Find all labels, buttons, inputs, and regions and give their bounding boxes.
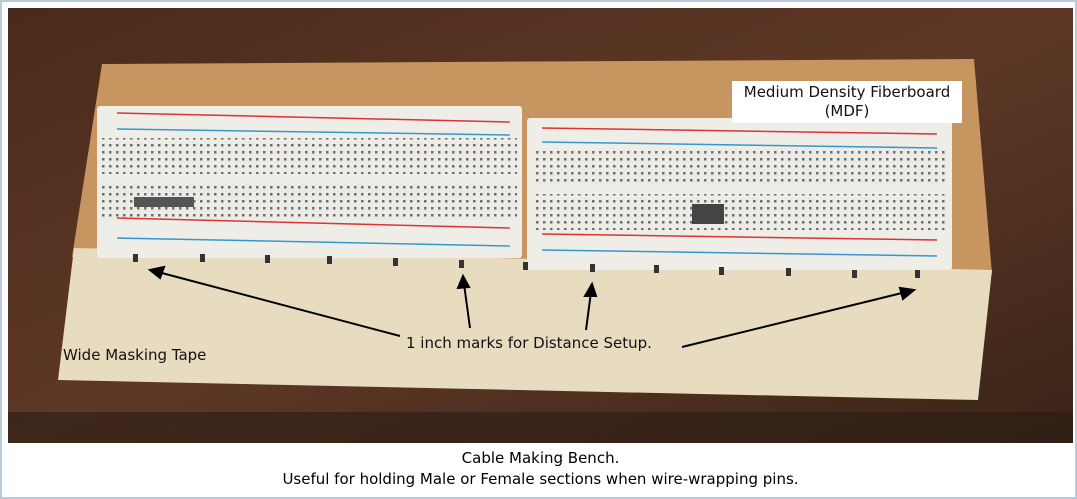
inch-marks-label: 1 inch marks for Distance Setup. [406, 334, 652, 352]
mdf-label-line1: Medium Density Fiberboard [743, 83, 951, 101]
breadboard-right [527, 118, 952, 270]
caption-title: Cable Making Bench. [461, 449, 620, 467]
masking-tape [58, 248, 992, 400]
caption-subtitle: Useful for holding Male or Female sectio… [282, 470, 799, 488]
mdf-label-line2: (MDF) [824, 102, 870, 120]
arrows [147, 265, 917, 348]
cable-bench-photo [8, 8, 1073, 443]
breadboard-left [97, 106, 522, 258]
mdf-label: Medium Density Fiberboard (MDF) [732, 81, 962, 123]
inch-marks [133, 254, 920, 278]
tape-label: Wide Masking Tape [63, 346, 207, 364]
